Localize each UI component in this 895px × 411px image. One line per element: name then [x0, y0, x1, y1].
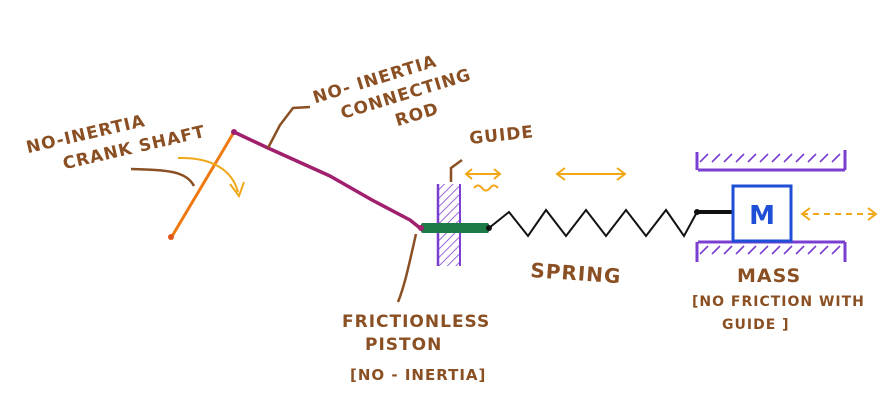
guide-motion-arrow-right [493, 168, 502, 180]
mass-block [731, 184, 793, 243]
spring-label: SPRING [530, 258, 623, 288]
spring-motion-arrow-right [616, 167, 627, 181]
mass-label: MASS [NO FRICTION WITH GUIDE ] [692, 265, 865, 333]
crank-pivot [168, 234, 174, 240]
crank-arm [169, 130, 236, 240]
piston-label: FRICTIONLESS PISTON [NO - INERTIA] [342, 312, 490, 384]
guide-wavy-mark [473, 184, 499, 192]
spring-motion-indicator [555, 167, 627, 181]
rod-label-leader [266, 105, 311, 149]
piston-label-line1: FRICTIONLESS [342, 312, 490, 332]
rotation-arrow [177, 156, 239, 193]
spring [488, 208, 698, 238]
mass-motion-arrow-right [867, 207, 878, 221]
piston-label-leader [396, 233, 418, 303]
piston [421, 223, 489, 233]
connecting-rod [232, 130, 422, 230]
mass-block-label: M [749, 201, 775, 231]
mass-label-line3: GUIDE ] [722, 317, 790, 333]
mass-guide-bottom-hatch [699, 245, 841, 255]
mass-label-line1: MASS [737, 265, 801, 287]
crank-shaft [168, 129, 245, 240]
piston-label-line3: [NO - INERTIA] [350, 366, 486, 384]
guide-motion-arrow-left [464, 168, 473, 180]
guide-label-leader [449, 158, 463, 182]
spring-motion-arrow-left [555, 167, 566, 181]
connecting-rod-label: NO- INERTIA CONNECTING ROD [311, 52, 474, 132]
mass-label-line2: [NO FRICTION WITH [692, 294, 865, 310]
crank-shaft-label: NO-INERTIA CRANK SHAFT [24, 111, 207, 174]
mass-motion-arrow-left [800, 207, 811, 221]
guide-motion-indicator [464, 168, 502, 192]
spring-mass-joint [694, 209, 700, 215]
mass-guide-top-hatch [699, 153, 841, 163]
piston-label-line2: PISTON [365, 335, 442, 355]
piston-rod-joint [418, 225, 424, 231]
guide-label: GUIDE [468, 122, 535, 149]
mass-motion-indicator [800, 207, 878, 221]
rotation-arrow-head [229, 181, 245, 199]
crank-label-leader [130, 167, 196, 187]
